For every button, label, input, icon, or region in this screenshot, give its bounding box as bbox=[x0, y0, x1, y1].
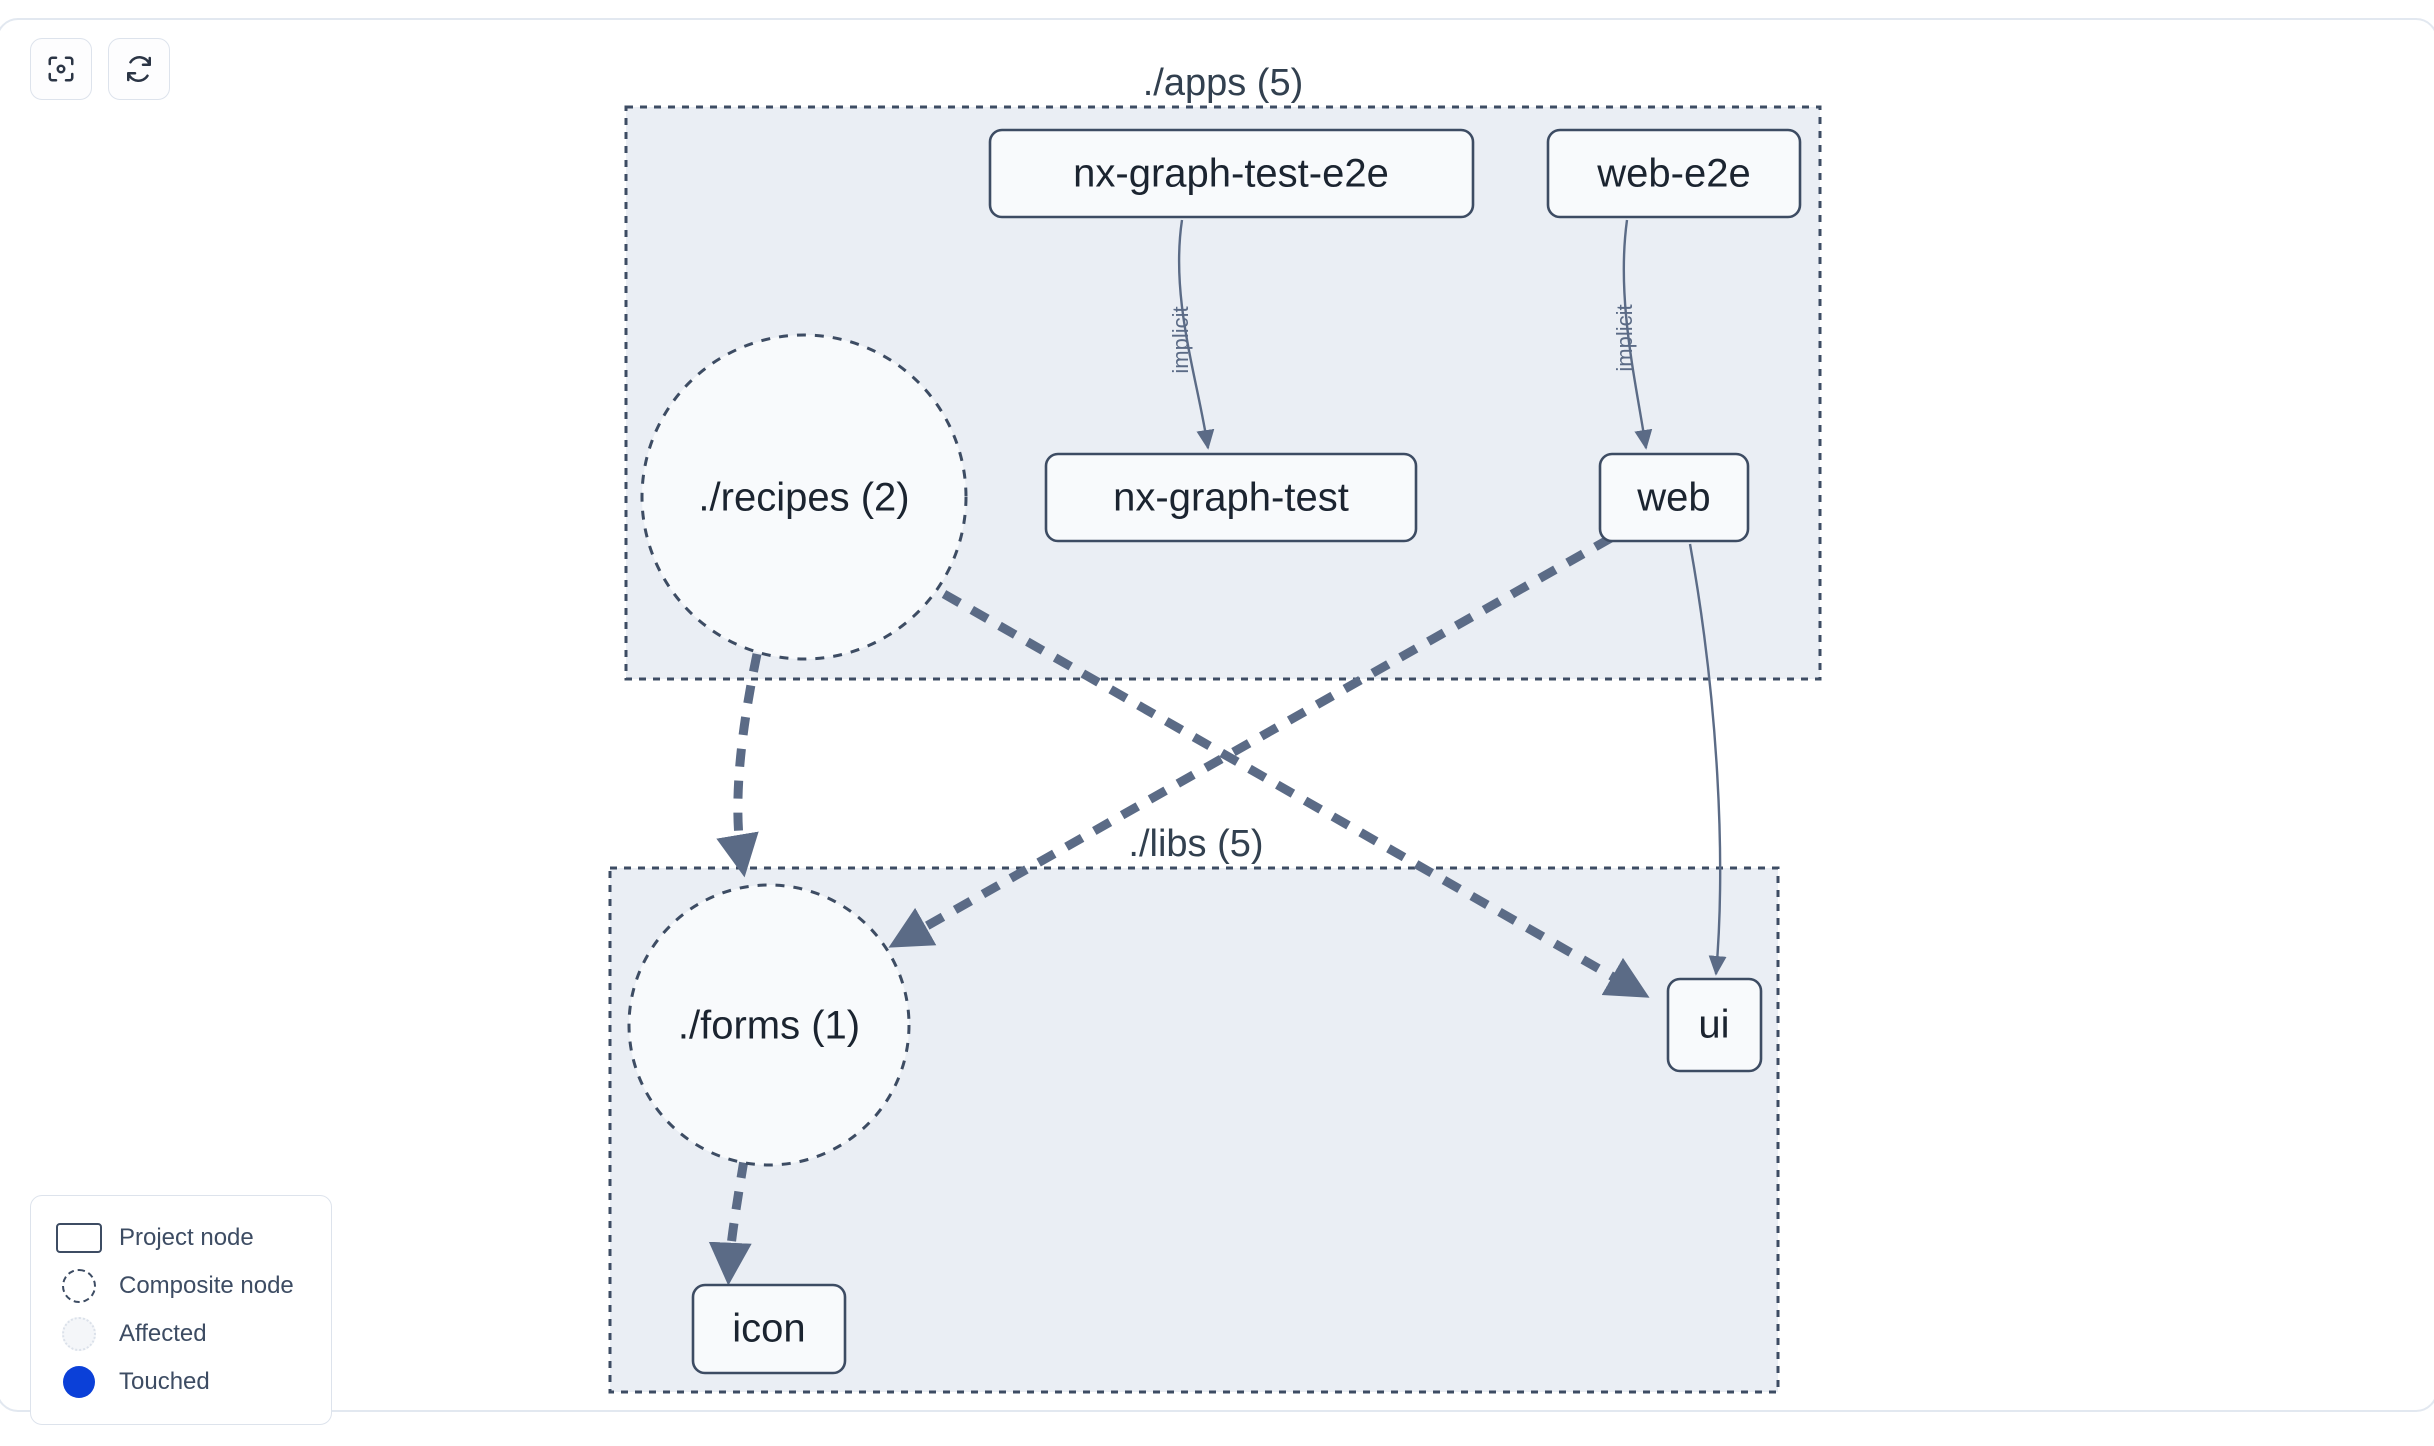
edge-path bbox=[1177, 219, 1215, 450]
group-libs-label: ./libs (5) bbox=[1128, 823, 1263, 865]
composite-circle[interactable] bbox=[640, 333, 968, 661]
node-icon[interactable]: icon bbox=[691, 1283, 847, 1375]
node-rect[interactable] bbox=[1598, 452, 1750, 543]
legend-item-project-node: Project node bbox=[53, 1214, 311, 1262]
edge-path bbox=[888, 534, 1614, 948]
node-label: icon bbox=[732, 1307, 805, 1351]
node-rect[interactable] bbox=[1546, 128, 1802, 219]
node-rect[interactable] bbox=[1044, 452, 1418, 543]
node-rect[interactable] bbox=[1666, 977, 1763, 1073]
legend-item-composite-node: Composite node bbox=[53, 1262, 311, 1310]
graph-toolbar bbox=[30, 38, 170, 100]
affected-swatch bbox=[53, 1317, 105, 1351]
node-label: web bbox=[1636, 476, 1710, 520]
project-node-swatch bbox=[53, 1223, 105, 1253]
node-label: ui bbox=[1698, 1003, 1729, 1047]
node-nx-graph-test-e2e[interactable]: nx-graph-test-e2e bbox=[988, 128, 1475, 219]
group-apps-label: ./apps (5) bbox=[1143, 62, 1304, 104]
edge-path bbox=[1622, 219, 1653, 450]
legend-label: Project node bbox=[119, 1224, 254, 1251]
node-web[interactable]: web bbox=[1598, 452, 1750, 543]
legend-label: Composite node bbox=[119, 1272, 294, 1299]
edge-path bbox=[941, 590, 1650, 998]
edge-label-implicit-1: implicit bbox=[1168, 306, 1193, 373]
edge-web-e2e-to-web[interactable]: implicit bbox=[1612, 219, 1653, 450]
edge-web-to-forms[interactable] bbox=[888, 534, 1614, 948]
node-recipes-composite[interactable]: ./recipes (2) bbox=[640, 333, 968, 661]
legend-item-touched: Touched bbox=[53, 1358, 311, 1406]
node-forms-composite[interactable]: ./forms (1) bbox=[627, 883, 911, 1167]
node-web-e2e[interactable]: web-e2e bbox=[1546, 128, 1802, 219]
node-rect[interactable] bbox=[691, 1283, 847, 1375]
node-rect[interactable] bbox=[988, 128, 1475, 219]
legend-label: Affected bbox=[119, 1320, 207, 1347]
edge-web-to-ui[interactable] bbox=[1688, 543, 1727, 976]
touched-swatch bbox=[53, 1366, 105, 1398]
edge-path bbox=[716, 653, 762, 878]
edge-forms-to-icon[interactable] bbox=[708, 1159, 752, 1286]
refresh-icon bbox=[124, 54, 154, 84]
edge-path bbox=[1688, 543, 1727, 976]
node-nx-graph-test[interactable]: nx-graph-test bbox=[1044, 452, 1418, 543]
legend-label: Touched bbox=[119, 1368, 210, 1395]
focus-target-icon bbox=[46, 54, 76, 84]
legend-item-affected: Affected bbox=[53, 1310, 311, 1358]
node-label: nx-graph-test bbox=[1113, 476, 1349, 520]
node-label: ./forms (1) bbox=[678, 1004, 860, 1048]
focus-graph-button[interactable] bbox=[30, 38, 92, 100]
edge-nx-graph-test-e2e-to-nx-graph-test[interactable]: implicit bbox=[1168, 219, 1215, 450]
node-label: nx-graph-test-e2e bbox=[1073, 152, 1389, 196]
node-ui[interactable]: ui bbox=[1666, 977, 1763, 1073]
composite-node-swatch bbox=[53, 1269, 105, 1303]
edge-recipes-to-forms[interactable] bbox=[716, 653, 762, 878]
node-label: ./recipes (2) bbox=[698, 476, 909, 520]
graph-legend: Project node Composite node Affected Tou… bbox=[30, 1195, 332, 1425]
refresh-graph-button[interactable] bbox=[108, 38, 170, 100]
composite-circle[interactable] bbox=[627, 883, 911, 1167]
edge-recipes-to-ui[interactable] bbox=[941, 590, 1650, 998]
edge-label-implicit-2: implicit bbox=[1612, 304, 1637, 371]
edge-path bbox=[708, 1159, 752, 1286]
node-label: web-e2e bbox=[1596, 152, 1750, 196]
